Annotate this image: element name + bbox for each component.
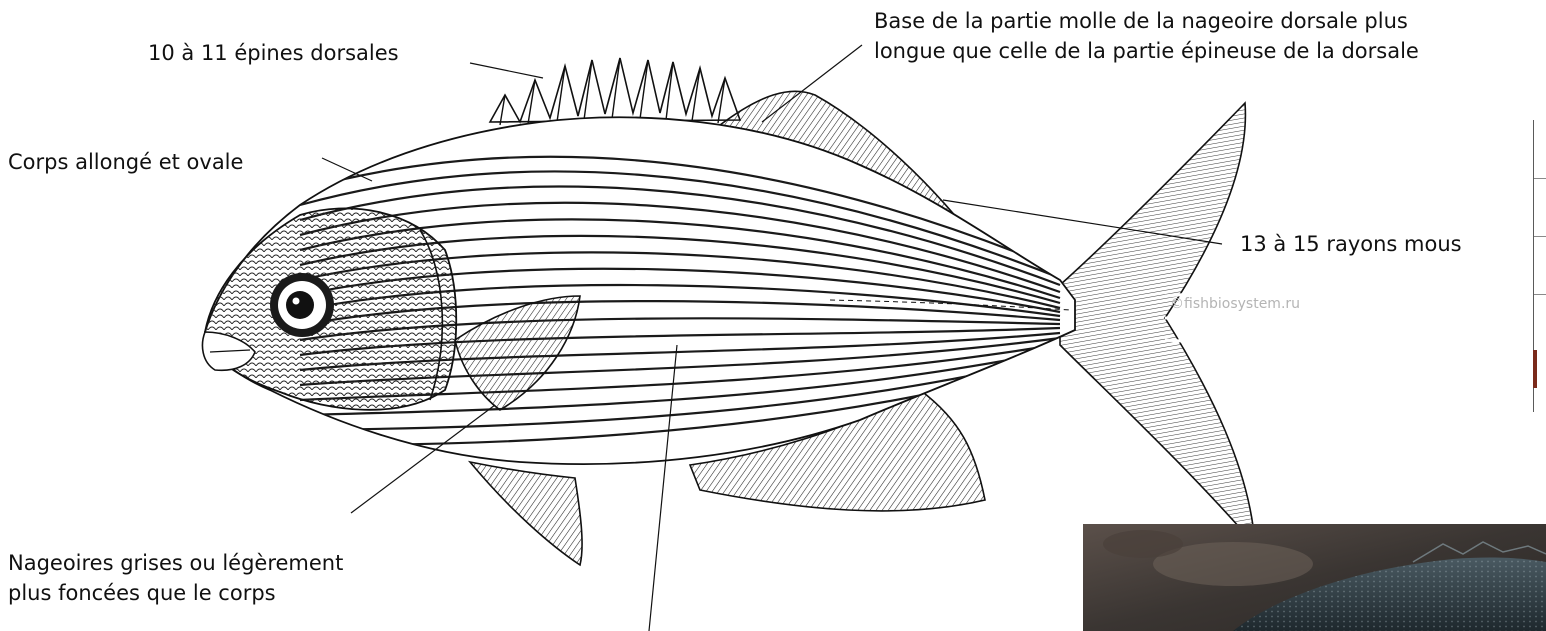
label-dorsal-spines-text: 10 à 11 épines dorsales (148, 38, 399, 68)
adjacent-frame-tick (1534, 178, 1546, 179)
watermark: ©fishbiosystem.ru (1170, 296, 1300, 312)
label-soft-dorsal-base: Base de la partie molle de la nageoire d… (874, 6, 1419, 66)
adjacent-frame-color-block (1533, 350, 1537, 388)
caudal-fin (1060, 103, 1255, 545)
fish-photo (1083, 524, 1546, 631)
label-fins-color: Nageoires grises ou légèrement plus fonc… (8, 548, 343, 608)
label-fins-color-line-2: plus foncées que le corps (8, 578, 343, 608)
label-body-shape: Corps allongé et ovale (8, 147, 243, 177)
adjacent-frame-tick (1534, 236, 1546, 237)
label-soft-dorsal-base-line-2: longue que celle de la partie épineuse d… (874, 36, 1419, 66)
label-body-shape-text: Corps allongé et ovale (8, 147, 243, 177)
leader-line-dorsal-spines (470, 63, 543, 78)
spiny-dorsal-fin (490, 58, 740, 125)
label-fins-color-line-1: Nageoires grises ou légèrement (8, 548, 343, 578)
label-dorsal-spines: 10 à 11 épines dorsales (148, 38, 399, 68)
adjacent-frame-tick (1534, 294, 1546, 295)
pelvic-fin (470, 462, 582, 565)
label-soft-dorsal-base-line-1: Base de la partie molle de la nageoire d… (874, 6, 1419, 36)
label-soft-rays: 13 à 15 rayons mous (1240, 229, 1462, 259)
label-soft-rays-text: 13 à 15 rayons mous (1240, 229, 1462, 259)
fish-eye (270, 273, 334, 337)
